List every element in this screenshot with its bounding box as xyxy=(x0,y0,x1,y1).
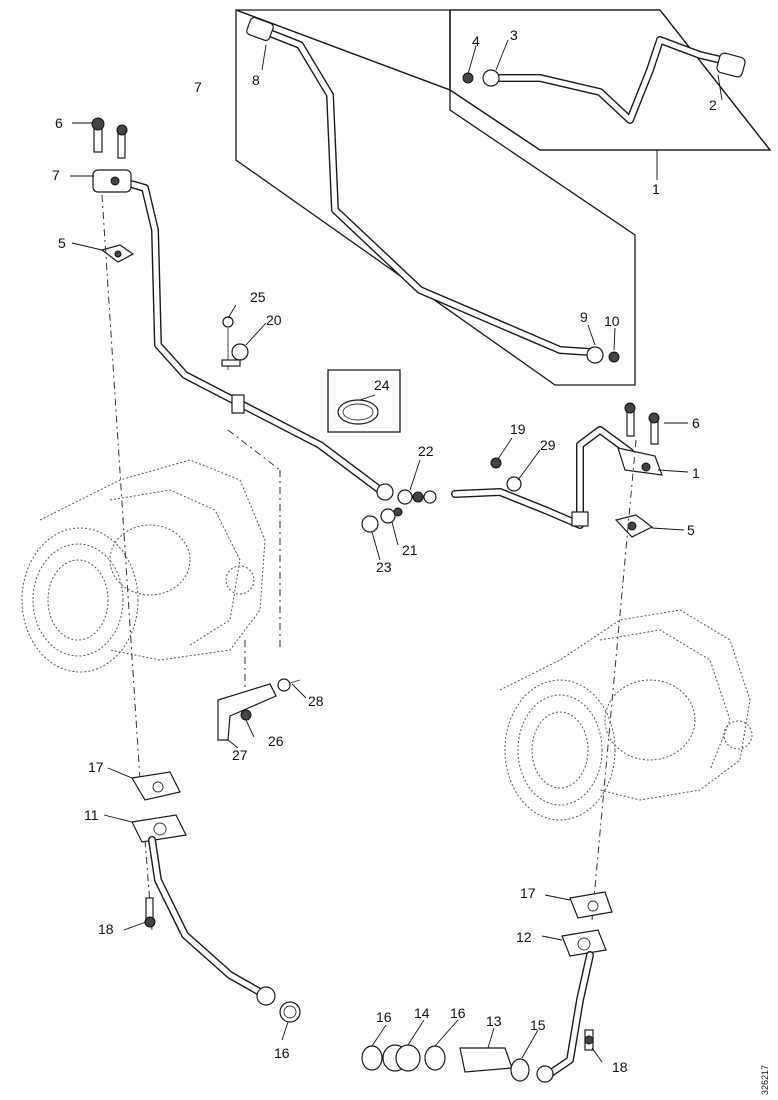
callout-25: 25 xyxy=(250,289,266,305)
callout-29: 29 xyxy=(540,437,556,453)
callout-12: 12 xyxy=(516,929,532,945)
inset-pipe-long xyxy=(246,16,620,364)
callout-18-right: 18 xyxy=(612,1059,628,1075)
callout-23: 23 xyxy=(376,559,392,575)
right-oil-pipe xyxy=(451,426,663,529)
flange-17-left xyxy=(131,771,181,801)
callout-1-flange: 1 xyxy=(692,465,700,481)
callout-3: 3 xyxy=(510,27,518,43)
callout-28: 28 xyxy=(308,693,324,709)
bolt-right-a xyxy=(624,402,636,437)
callout-16-a: 16 xyxy=(274,1045,290,1061)
callout-26: 26 xyxy=(268,733,284,749)
callout-15: 15 xyxy=(530,1017,546,1033)
callout-16-c: 16 xyxy=(450,1005,466,1021)
bolt-right-b xyxy=(648,412,660,445)
callout-16-b: 16 xyxy=(376,1009,392,1025)
callout-labels: 1 1 2 3 4 5 5 6 6 7 7 8 9 10 11 12 13 14… xyxy=(52,27,717,1075)
alignment-lines xyxy=(101,194,637,931)
drain-pipe-right xyxy=(544,929,607,1079)
callout-13: 13 xyxy=(486,1013,502,1029)
gasket-5-right xyxy=(614,514,654,538)
callout-1-box: 1 xyxy=(652,181,660,197)
gasket-5-left xyxy=(100,244,135,263)
leader-lines xyxy=(70,39,723,1063)
bolt-6-left xyxy=(91,117,105,153)
clip-assembly xyxy=(221,316,249,414)
callout-19: 19 xyxy=(510,421,526,437)
inset-panel-upper-right xyxy=(449,9,772,151)
drain-pipe-left xyxy=(131,814,301,1023)
clamp-24-box xyxy=(327,369,401,433)
flange-17-right xyxy=(569,891,613,919)
callout-6-left: 6 xyxy=(55,115,63,131)
callout-27: 27 xyxy=(232,747,248,763)
bolt-7-left xyxy=(116,124,128,159)
callout-9: 9 xyxy=(580,309,588,325)
callout-5-left: 5 xyxy=(58,235,66,251)
bracket-27 xyxy=(217,678,301,741)
callout-7-top: 7 xyxy=(194,79,202,95)
callout-2: 2 xyxy=(709,97,717,113)
turbocharger-left xyxy=(21,459,266,673)
callout-10: 10 xyxy=(604,313,620,329)
callout-24: 24 xyxy=(374,377,390,393)
bolt-18-left xyxy=(144,897,156,928)
callout-22: 22 xyxy=(418,443,434,459)
fitting-stack xyxy=(361,489,437,533)
callout-20: 20 xyxy=(266,312,282,328)
callout-6-right: 6 xyxy=(692,415,700,431)
callout-11: 11 xyxy=(84,807,99,823)
callout-4: 4 xyxy=(472,33,480,49)
turbocharger-right xyxy=(499,609,753,821)
callout-8: 8 xyxy=(252,72,260,88)
callout-17-left: 17 xyxy=(88,759,104,775)
callout-21: 21 xyxy=(402,542,418,558)
callout-7-left: 7 xyxy=(52,167,60,183)
drawing-code: 326217 xyxy=(760,1065,770,1095)
callout-5-right: 5 xyxy=(687,522,695,538)
hose-assembly xyxy=(361,1044,554,1083)
main-oil-pipe xyxy=(92,169,394,501)
callout-17-right: 17 xyxy=(520,885,536,901)
callout-18-left: 18 xyxy=(98,921,114,937)
callout-14: 14 xyxy=(414,1005,430,1021)
inset-pipe-short xyxy=(462,36,746,124)
